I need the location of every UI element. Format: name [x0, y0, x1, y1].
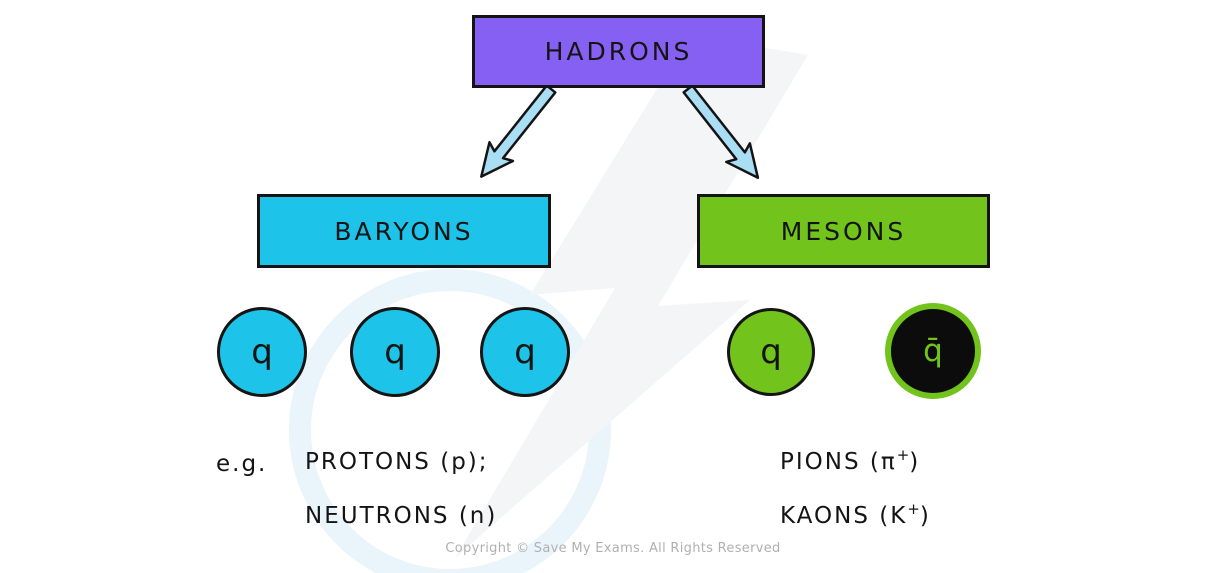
quark-label: q — [251, 332, 273, 372]
baryon-example-neutrons: NEUTRONS (n) — [305, 503, 498, 529]
meson-example-pions: PIONS (π+) — [780, 446, 921, 475]
hadrons-box: HADRONS — [472, 15, 765, 88]
watermark-lightning-bolt-icon — [455, 35, 808, 558]
baryon-quark-circle-3: q — [480, 307, 570, 397]
mesons-label: MESONS — [780, 216, 907, 246]
arrow-to-mesons — [682, 84, 760, 180]
quark-label: q — [760, 332, 782, 372]
meson-antiquark-circle: q̄ — [885, 303, 981, 399]
kaons-text: KAONS ( — [780, 503, 891, 529]
arrow-to-baryons — [480, 84, 557, 178]
hadrons-label: HADRONS — [544, 37, 693, 66]
quark-label: q — [384, 332, 406, 372]
baryon-quark-circle-1: q — [217, 307, 307, 397]
kaons-text-close: ) — [919, 503, 931, 529]
baryon-example-protons: PROTONS (p); — [305, 449, 489, 475]
mesons-box: MESONS — [697, 194, 990, 268]
baryons-box: BARYONS — [257, 194, 551, 268]
kaon-charge-superscript: + — [907, 500, 920, 518]
meson-example-kaons: KAONS (K+) — [780, 500, 931, 529]
copyright-text: Copyright © Save My Exams. All Rights Re… — [445, 541, 781, 556]
baryons-label: BARYONS — [334, 216, 474, 246]
kaon-symbol: K — [890, 503, 908, 529]
antiquark-label: q̄ — [923, 333, 943, 369]
examples-prefix: e.g. — [216, 451, 268, 477]
quark-label: q — [514, 332, 536, 372]
pi-symbol: π — [880, 449, 897, 475]
pi-charge-superscript: + — [896, 446, 910, 464]
meson-quark-circle: q — [727, 308, 815, 396]
baryon-quark-circle-2: q — [350, 307, 440, 397]
pions-text: PIONS ( — [780, 449, 881, 475]
pions-text-close: ) — [909, 449, 921, 475]
